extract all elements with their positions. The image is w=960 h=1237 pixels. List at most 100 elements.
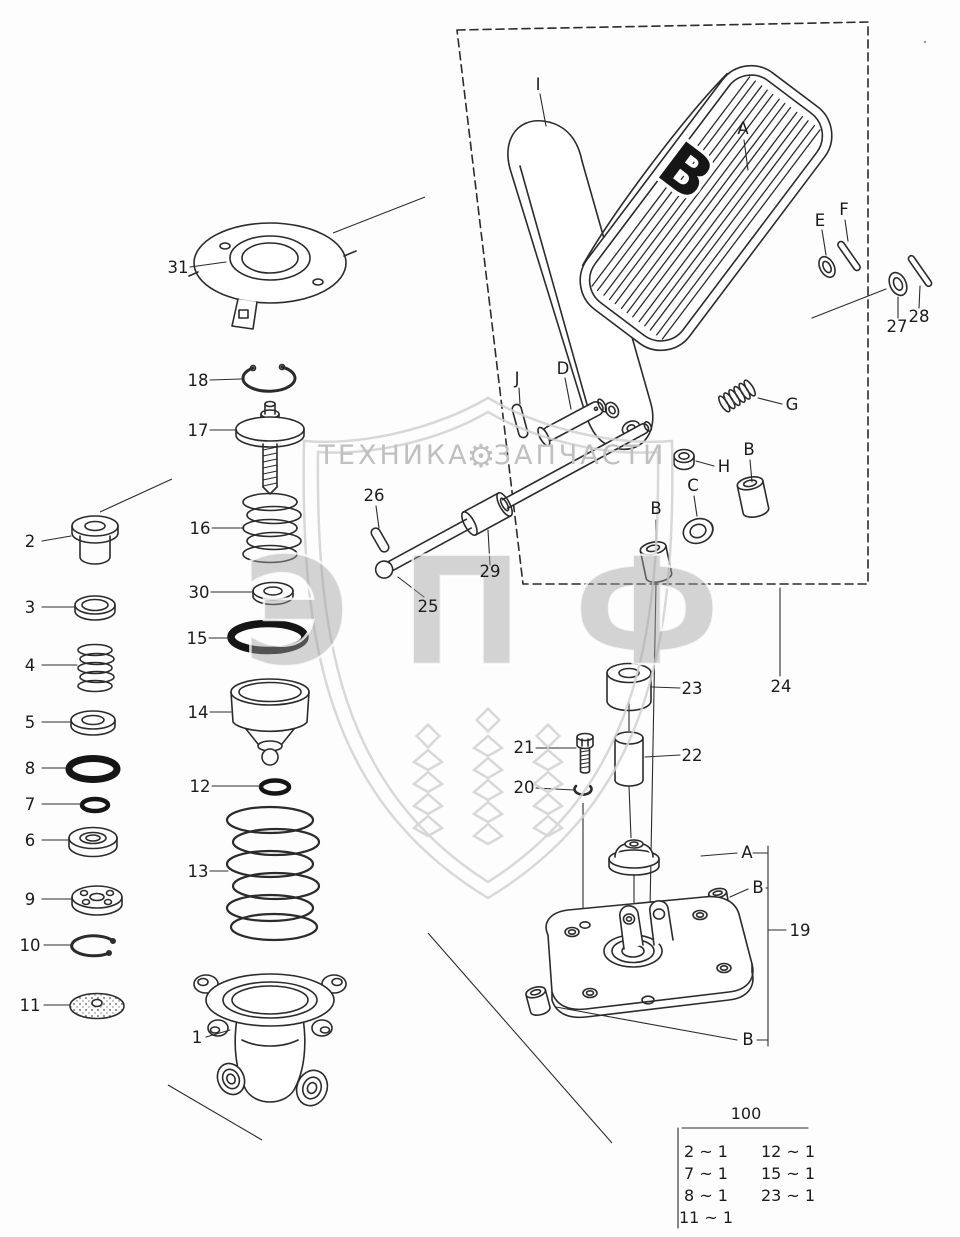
dashed-assembly-box xyxy=(456,21,869,585)
part-H-nut xyxy=(673,448,695,471)
callout-8: 8 xyxy=(25,759,36,778)
ref-table-cell: 23 ~ 1 xyxy=(761,1186,815,1205)
part-15-o-ring-large xyxy=(227,619,309,655)
callout-B-right: B xyxy=(743,440,754,459)
callout-27: 27 xyxy=(887,317,908,336)
part-B-bushing-right xyxy=(736,476,770,518)
callout-3: 3 xyxy=(25,598,36,617)
part-26-pin xyxy=(370,527,390,553)
part-31-flange-plate xyxy=(188,222,357,330)
callout-24: 24 xyxy=(771,677,792,696)
part-A-grommet xyxy=(608,839,660,876)
callout-C: C xyxy=(687,476,699,495)
ref-table-rules xyxy=(677,1127,809,1229)
part-11-diaphragm xyxy=(69,992,125,1020)
callout-4: 4 xyxy=(25,656,36,675)
callout-F: F xyxy=(839,200,849,219)
callout-B-mid: B xyxy=(752,878,763,897)
callout-7: 7 xyxy=(25,795,36,814)
ref-table-cell: 2 ~ 1 xyxy=(684,1142,728,1161)
callout-23: 23 xyxy=(682,679,703,698)
part-4-spring xyxy=(77,643,115,693)
callout-B-bottom: B xyxy=(742,1030,753,1049)
part-18-snap-ring xyxy=(241,363,297,393)
ref-table-cell: 12 ~ 1 xyxy=(761,1142,815,1161)
callout-18: 18 xyxy=(188,371,209,390)
watermark-word-left: ТЕХНИКА xyxy=(317,440,469,471)
part-8-o-ring xyxy=(65,755,121,783)
part-25-rod xyxy=(374,421,653,579)
part-13-spring-large xyxy=(225,805,321,942)
callout-I: I xyxy=(536,75,541,94)
callout-28: 28 xyxy=(909,307,930,326)
watermark-word-right: ЗАПЧАСТИ xyxy=(494,440,667,471)
leader-lines xyxy=(41,93,921,1047)
callout-G: G xyxy=(786,395,799,414)
callout-17: 17 xyxy=(188,421,209,440)
callout-20: 20 xyxy=(514,778,535,797)
part-A-pedal-pad: B xyxy=(579,64,833,352)
pad-ribs xyxy=(591,76,821,340)
part-30-washer xyxy=(252,581,294,606)
part-6-cap-nut xyxy=(68,826,118,858)
callout-2: 2 xyxy=(25,532,36,551)
part-28-pin xyxy=(907,254,933,288)
part-1-valve-body xyxy=(193,973,347,1107)
part-F-pin xyxy=(837,240,861,272)
part-C-ring xyxy=(682,517,714,545)
callout-1: 1 xyxy=(192,1028,203,1047)
watermark-shield xyxy=(302,396,674,900)
callout-12: 12 xyxy=(190,777,211,796)
callout-9: 9 xyxy=(25,890,36,909)
ref-table-cell: 8 ~ 1 xyxy=(684,1186,728,1205)
part-27-washer xyxy=(888,271,908,297)
watermark: ТЕХНИКА ⚙ ЗАПЧАСТИ ЭПФ xyxy=(240,396,769,900)
callout-E: E xyxy=(815,211,825,230)
ref-table-cell: 7 ~ 1 xyxy=(684,1164,728,1183)
callout-B-left: B xyxy=(650,499,661,518)
part-5-washer xyxy=(70,710,116,736)
callout-29: 29 xyxy=(480,562,501,581)
part-2-bushing xyxy=(71,515,119,565)
watermark-big-text: ЭПФ xyxy=(241,526,769,700)
part-23-cap xyxy=(606,662,652,712)
parts-artwork: B xyxy=(41,64,933,1229)
callout-A-grommet: A xyxy=(741,843,753,862)
callout-5: 5 xyxy=(25,713,36,732)
paper-speck xyxy=(923,40,927,44)
part-10-snap-ring xyxy=(70,934,117,958)
part-17-valve-stem xyxy=(235,400,305,495)
part-12-o-ring-small xyxy=(258,778,292,796)
part-B-bushing-bottom xyxy=(525,986,551,1016)
callout-labels: 31 18 17 16 30 15 14 12 13 1 2 3 4 5 8 7… xyxy=(20,75,930,1049)
gear-icon: ⚙ xyxy=(467,437,496,475)
part-21-bolt xyxy=(576,732,594,774)
watermark-wheat xyxy=(411,706,565,846)
clevis-lugs xyxy=(618,899,674,950)
callout-25: 25 xyxy=(418,597,439,616)
callout-26: 26 xyxy=(364,486,385,505)
callout-11: 11 xyxy=(20,996,41,1015)
part-29-bushing xyxy=(461,491,513,537)
part-19-base-plate xyxy=(545,895,754,1019)
callout-16: 16 xyxy=(190,519,211,538)
callout-A-pad: A xyxy=(737,119,749,138)
callout-30: 30 xyxy=(189,583,210,602)
part-9-valve-disc xyxy=(71,885,123,916)
callout-D: D xyxy=(557,359,570,378)
part-E-washer xyxy=(818,255,836,279)
callout-21: 21 xyxy=(514,738,535,757)
ref-table-cell: 11 ~ 1 xyxy=(679,1208,733,1227)
part-14-piston-cup xyxy=(230,678,310,766)
ref-table-cell: 15 ~ 1 xyxy=(761,1164,815,1183)
part-3-seal-ring xyxy=(74,595,116,621)
ref-table-header: 100 xyxy=(731,1104,762,1123)
callout-6: 6 xyxy=(25,831,36,850)
part-16-spring xyxy=(242,492,302,564)
callout-14: 14 xyxy=(188,703,209,722)
part-G-spring xyxy=(717,379,757,413)
callout-J: J xyxy=(514,369,520,388)
part-7-o-ring-small xyxy=(79,796,111,814)
